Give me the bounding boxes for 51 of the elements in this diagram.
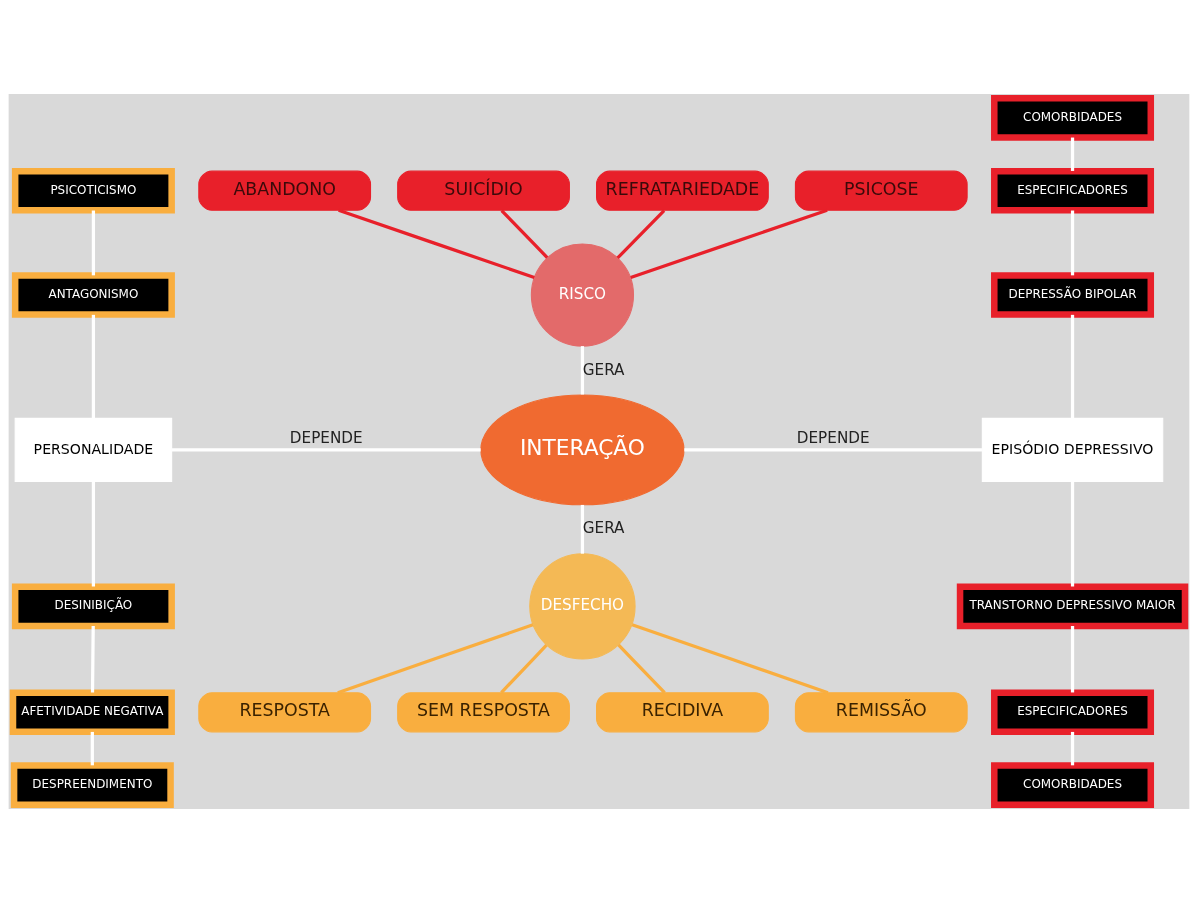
node-box: SUICÍDIO	[397, 170, 570, 211]
connector	[90, 626, 95, 693]
node-box: DESPREENDIMENTO	[10, 762, 174, 808]
connector	[500, 644, 548, 694]
node-circle: RISCO	[530, 243, 635, 347]
node-box: ANTAGONISMO	[11, 272, 175, 318]
node-box: REFRATARIEDADE	[596, 170, 769, 211]
node-box: EPISÓDIO DEPRESSIVO	[981, 417, 1164, 482]
node-box: DESINIBIÇÃO	[11, 583, 175, 630]
connector	[617, 643, 666, 694]
node-box: REMISSÃO	[794, 692, 968, 733]
connector	[91, 481, 96, 587]
node-box: PERSONALIDADE	[14, 417, 173, 482]
connector	[580, 504, 585, 554]
node-box: ABANDONO	[198, 170, 372, 211]
node-box: RESPOSTA	[198, 692, 372, 733]
connector	[1070, 314, 1075, 419]
connector	[1070, 731, 1075, 766]
node-circle: DESFECHO	[529, 553, 636, 660]
node-box: AFETIVIDADE NEGATIVA	[9, 689, 175, 736]
connector	[1070, 210, 1075, 276]
node-box: TRANSTORNO DEPRESSIVO MAIOR	[956, 583, 1189, 630]
connector	[172, 448, 481, 452]
connector	[580, 346, 585, 395]
connector	[1070, 626, 1075, 693]
connector	[91, 210, 96, 276]
edge-label: DEPENDE	[289, 428, 363, 447]
connector	[684, 448, 982, 452]
connector	[337, 623, 534, 695]
connector	[91, 314, 96, 419]
node-box: ESPECIFICADORES	[991, 167, 1155, 214]
node-box: COMORBIDADES	[991, 95, 1155, 141]
node-box: PSICOTICISMO	[11, 167, 175, 214]
node-box: PSICOSE	[794, 170, 968, 211]
connector	[616, 209, 666, 260]
node-box: ESPECIFICADORES	[991, 689, 1155, 736]
edge-label: DEPENDE	[796, 428, 870, 447]
connector	[500, 209, 549, 259]
connector	[630, 208, 828, 279]
connector	[1070, 137, 1075, 171]
connector	[1070, 481, 1075, 587]
node-ellipse: INTERAÇÃO	[480, 394, 685, 506]
connector	[90, 731, 94, 766]
edge-label: GERA	[582, 519, 625, 538]
node-box: RECIDIVA	[596, 692, 769, 733]
node-box: SEM RESPOSTA	[397, 692, 570, 733]
node-box: DEPRESSÃO BIPOLAR	[991, 272, 1155, 318]
edge-label: GERA	[582, 360, 625, 379]
connector	[631, 623, 829, 695]
connector	[338, 208, 535, 279]
node-box: COMORBIDADES	[991, 762, 1155, 808]
